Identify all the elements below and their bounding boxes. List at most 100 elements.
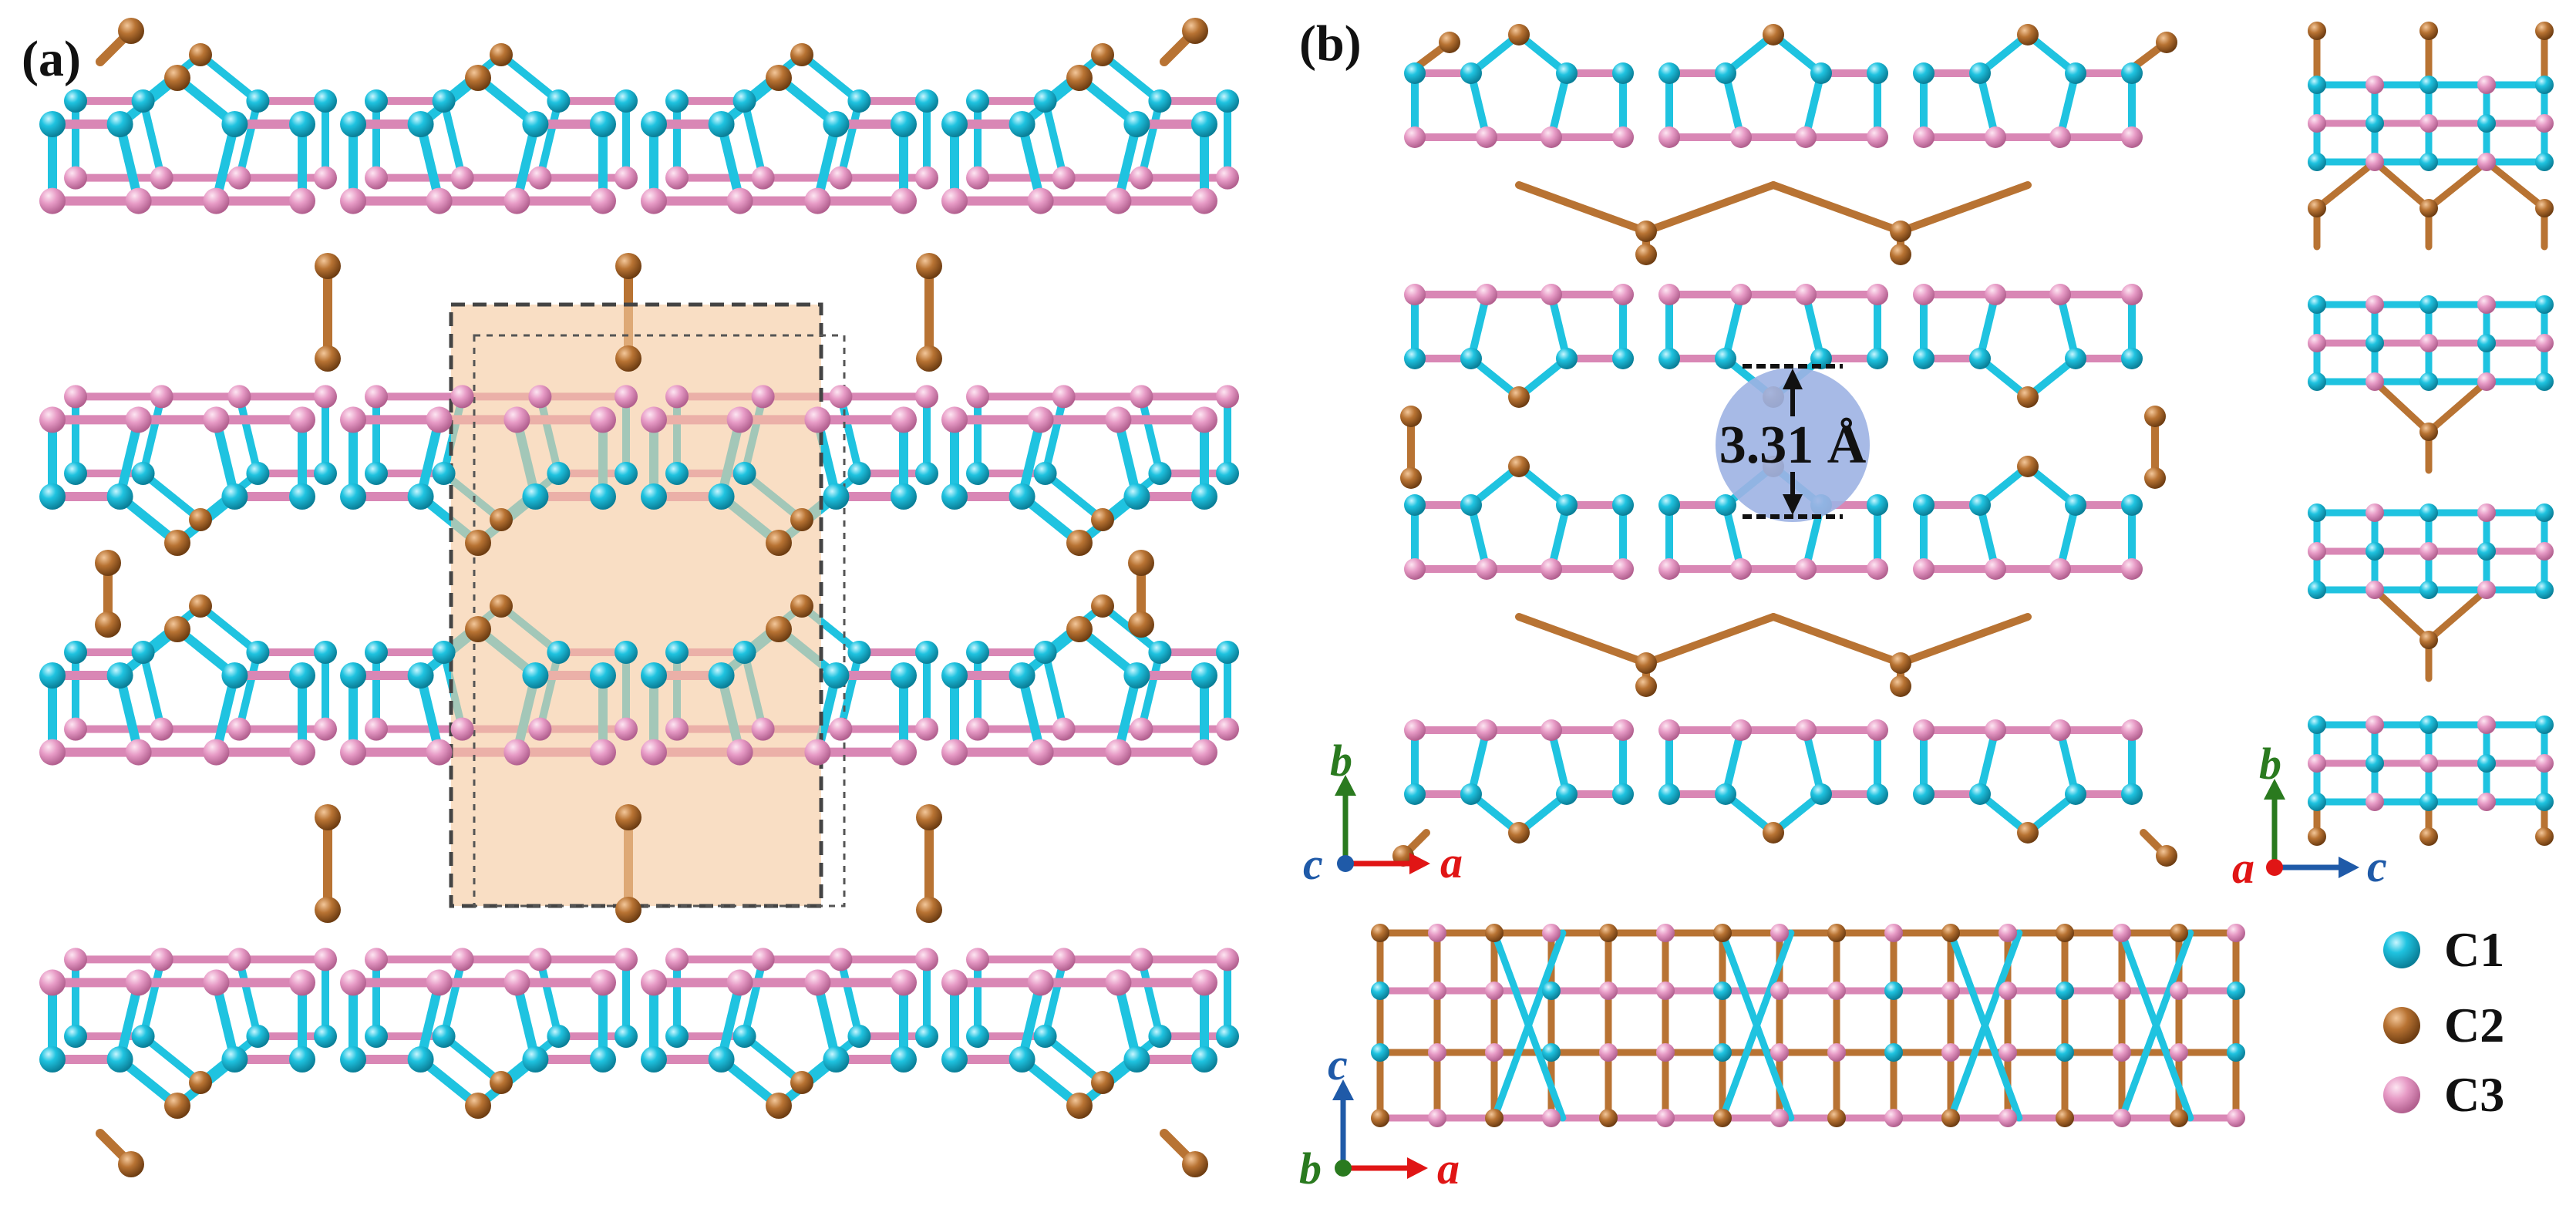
bond-c2 [1642, 613, 1777, 667]
atom-c2 [1508, 386, 1530, 408]
atom-c1 [1216, 89, 1239, 113]
atom-c1 [891, 662, 917, 689]
bond-c1 [837, 97, 864, 182]
atom-c2 [189, 594, 212, 618]
atom-c2 [790, 594, 813, 618]
axis-label-a: a [1437, 1143, 1460, 1194]
atom-c3 [1884, 1109, 1903, 1127]
bond-c1 [1467, 501, 1490, 573]
atom-c3 [2366, 372, 2384, 391]
atom-c3 [1191, 187, 1217, 214]
atom-c3 [1105, 187, 1132, 214]
atom-c3 [314, 385, 337, 409]
atom-c1 [1713, 1043, 1732, 1062]
bond-c1 [439, 955, 466, 1040]
bond-c2 [1897, 613, 2032, 667]
bond-c1 [439, 97, 466, 182]
atom-c1 [39, 483, 66, 510]
bond-c1 [211, 978, 240, 1064]
atom-c2 [1713, 924, 1732, 942]
bottom-view-atoms [1371, 924, 2245, 1127]
atom-c1 [2535, 793, 2554, 811]
atom-c3 [1656, 1109, 1675, 1127]
atom-c3 [2366, 153, 2384, 171]
atom-c3 [227, 948, 251, 971]
atom-c2 [1182, 1151, 1208, 1177]
atom-c3 [966, 166, 989, 190]
atom-c1 [966, 89, 989, 113]
bond-c1 [139, 392, 166, 477]
atom-c2 [1941, 924, 1960, 942]
atom-c3 [1999, 924, 2017, 942]
atom-c1 [106, 111, 133, 137]
atom-c3 [365, 166, 388, 190]
atom-c1 [1216, 1025, 1239, 1048]
atom-c2 [1128, 550, 1154, 576]
atom-c3 [1428, 924, 1446, 942]
atom-c3 [891, 739, 917, 766]
atom-c1 [2308, 76, 2326, 94]
atom-c1 [1969, 62, 1991, 84]
atom-c3 [1130, 166, 1153, 190]
atom-c2 [1890, 675, 1911, 697]
bond-c1 [1041, 392, 1068, 477]
atom-c1 [340, 1046, 366, 1073]
bond-c1 [211, 120, 240, 206]
bond-c1 [416, 978, 444, 1064]
atom-c3 [665, 717, 689, 741]
atom-c2 [1485, 924, 1504, 942]
bond-c1 [416, 120, 444, 206]
axis-triad-side-view: b c a [2232, 739, 2387, 893]
atom-c2 [164, 616, 190, 642]
atom-c3 [450, 717, 474, 741]
atom-c3 [1599, 982, 1618, 1000]
atom-c1 [2419, 793, 2438, 811]
bond-c1 [1976, 501, 1999, 573]
atom-c1 [1123, 662, 1150, 689]
atom-c1 [547, 641, 571, 664]
atom-c1 [1556, 62, 1578, 84]
atom-c2 [1890, 652, 1911, 674]
bond-c2 [2425, 378, 2490, 436]
atom-c2 [2056, 1109, 2074, 1127]
atom-c1 [665, 462, 689, 485]
atom-c1 [432, 1025, 456, 1048]
atom-c3 [1476, 126, 1497, 148]
atom-c1 [732, 1025, 756, 1048]
atom-c3 [1730, 284, 1752, 305]
bond-c1 [1137, 648, 1164, 733]
atom-c2 [2170, 924, 2188, 942]
atom-c3 [915, 948, 938, 971]
atom-c3 [39, 739, 66, 766]
bond-c2 [1642, 181, 1777, 235]
atom-c3 [615, 717, 638, 741]
atom-c1 [522, 483, 549, 510]
atom-c1 [1033, 89, 1057, 113]
atom-c3 [1913, 126, 1935, 148]
atom-c3 [2113, 982, 2131, 1000]
bond-c1 [1017, 671, 1046, 757]
atom-c3 [1027, 969, 1054, 996]
bond-c1 [1976, 726, 1999, 798]
atom-c1 [1658, 494, 1680, 516]
atom-c3 [203, 739, 230, 766]
atom-c3 [1867, 558, 1888, 580]
bottom-view-bonds [1376, 929, 2240, 1122]
atom-c3 [2419, 334, 2438, 352]
atom-c1 [432, 641, 456, 664]
atom-c2 [2308, 199, 2326, 217]
atom-c1 [1913, 348, 1935, 369]
atom-c1 [522, 111, 549, 137]
atom-c3 [1795, 558, 1817, 580]
atom-c2 [1508, 24, 1530, 45]
bond-c1 [1041, 97, 1068, 182]
atom-c3 [503, 406, 530, 433]
atom-c1 [1460, 783, 1482, 805]
atom-c3 [2477, 295, 2496, 314]
atom-c1 [365, 89, 388, 113]
bond-c2 [2425, 586, 2490, 644]
atom-c2 [1439, 32, 1460, 53]
atom-c1 [2366, 542, 2384, 561]
atom-c1 [941, 111, 968, 137]
atom-c1 [2419, 295, 2438, 314]
